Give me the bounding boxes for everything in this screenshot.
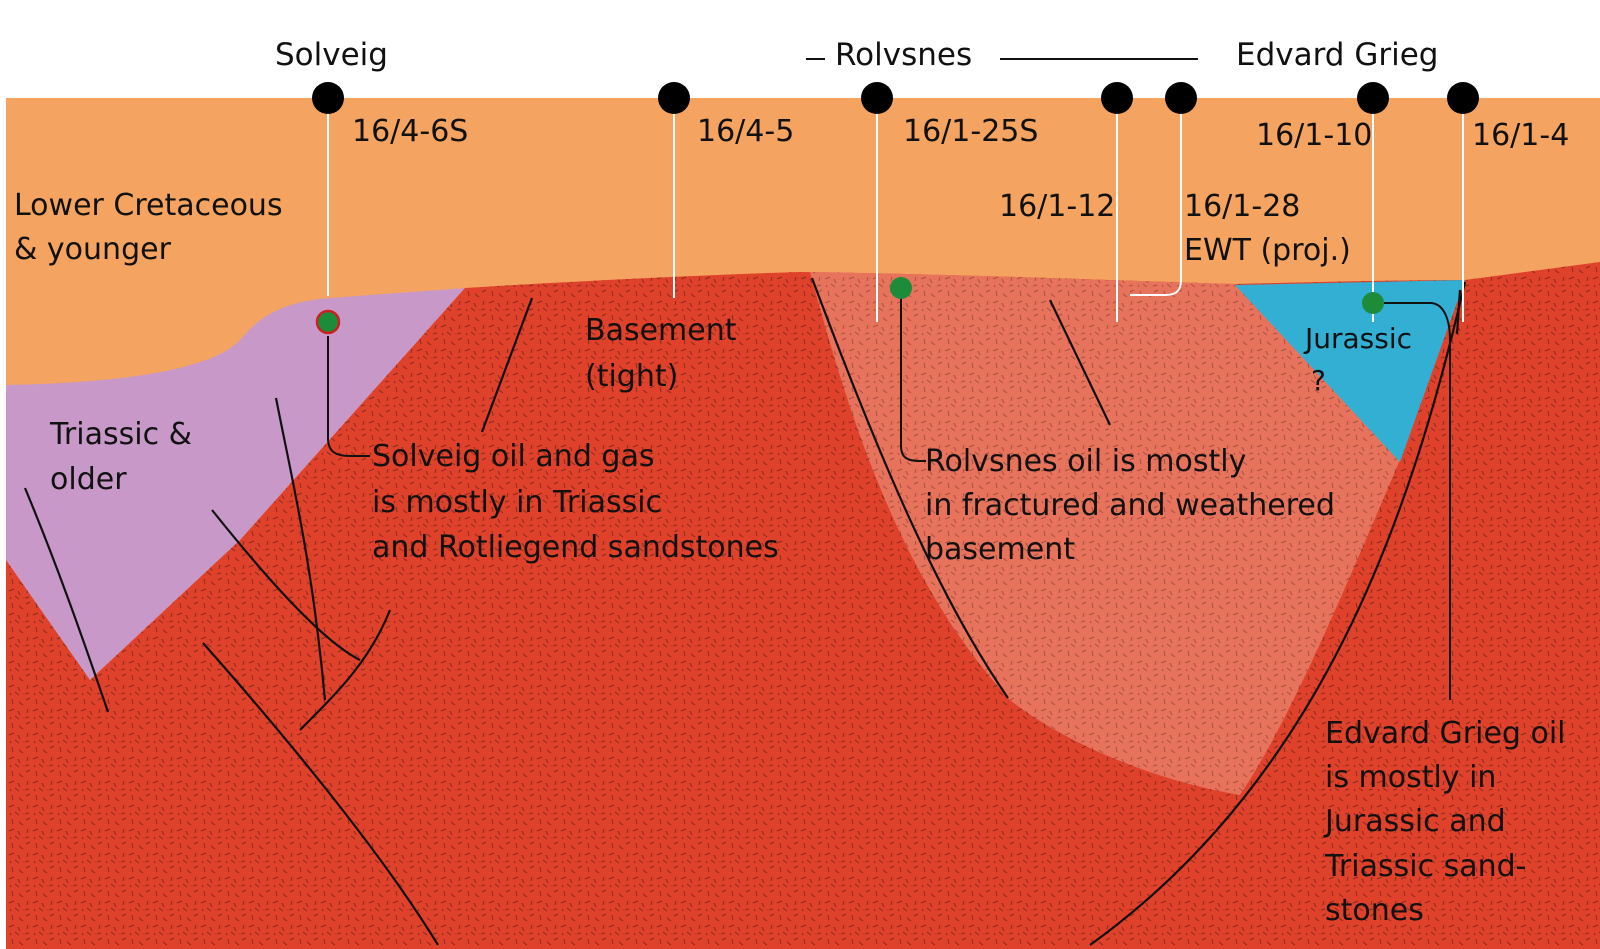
note-edvard-grieg-line-2: is mostly in [1325,760,1496,795]
oil-show-edvard-grieg [1362,292,1384,314]
well-head-16-1-4 [1447,82,1479,114]
note-rolvsnes-line-2: in fractured and weathered [925,488,1335,523]
well-head-16-1-28 [1165,82,1197,114]
triassic-layer [6,288,465,680]
note-edvard-grieg-line-3: Jurassic and [1323,804,1506,839]
note-edvard-grieg-line-5: stones [1325,893,1424,928]
leader-edvard-grieg [1382,302,1451,700]
well-label-16-1-12: 16/1-12 [999,189,1115,224]
fault-9 [1089,281,1467,946]
oil-show-rolvsnes [890,277,912,299]
well-label-16-1-28-note: EWT (proj.) [1184,233,1351,268]
fault-5 [480,297,534,433]
well-label-16-1-10: 16/1-10 [1256,118,1372,153]
field-label-edvard-grieg: Edvard Grieg [1236,37,1438,73]
unit-label-triassic-2: older [50,462,127,497]
fault-1 [23,487,110,713]
fault-6 [299,609,392,731]
note-rolvsnes-line-3: basement [925,532,1075,567]
leader-rolvsnes [900,298,926,462]
unit-label-triassic: Triassic & [49,417,192,452]
unit-label-jurassic: Jurassic [1303,322,1412,355]
unit-label-jurassic-question: ? [1311,364,1326,397]
well-head-16-4-5 [658,82,690,114]
field-label-solveig: Solveig [275,37,388,73]
field-label-rolvsnes: Rolvsnes [835,37,972,73]
well-lines [327,98,1464,322]
well-heads [312,82,1479,114]
unit-label-lower-cretaceous-2: & younger [14,232,172,267]
jurassic-layer [1235,280,1465,462]
well-head-16-1-25S [861,82,893,114]
leader-solveig [327,336,370,457]
note-edvard-grieg-line-4: Triassic sand- [1324,849,1527,884]
fault-4 [202,642,439,946]
well-line-16-1-28 [1130,98,1182,296]
well-label-16-4-6S: 16/4-6S [352,114,468,149]
note-solveig-line-1: Solveig oil and gas [372,439,654,474]
well-head-16-1-10 [1357,82,1389,114]
well-label-16-4-5: 16/4-5 [697,114,794,149]
fault-2 [274,397,327,701]
unit-label-basement: Basement [585,313,737,348]
note-solveig-line-2: is mostly in Triassic [372,485,662,520]
fault-3 [211,509,361,661]
well-label-16-1-25S: 16/1-25S [903,114,1038,149]
note-rolvsnes-line-1: Rolvsnes oil is mostly [925,444,1246,479]
unit-label-lower-cretaceous: Lower Cretaceous [14,188,283,223]
fault-7 [810,277,1009,699]
well-head-16-1-12 [1101,82,1133,114]
unit-label-basement-2: (tight) [585,359,678,394]
fault-10 [1455,289,1462,335]
fractured-basement-texture [810,272,1400,795]
note-solveig-line-3: and Rotliegend sandstones [372,530,779,565]
well-head-16-4-6S [312,82,344,114]
faults [23,277,1467,946]
note-leaders [327,298,1451,700]
well-label-16-1-4: 16/1-4 [1472,118,1569,153]
oil-show-solveig [315,309,341,335]
fault-8 [1049,299,1111,426]
note-edvard-grieg-line-1: Edvard Grieg oil [1325,716,1566,751]
well-label-16-1-28: 16/1-28 [1184,189,1300,224]
